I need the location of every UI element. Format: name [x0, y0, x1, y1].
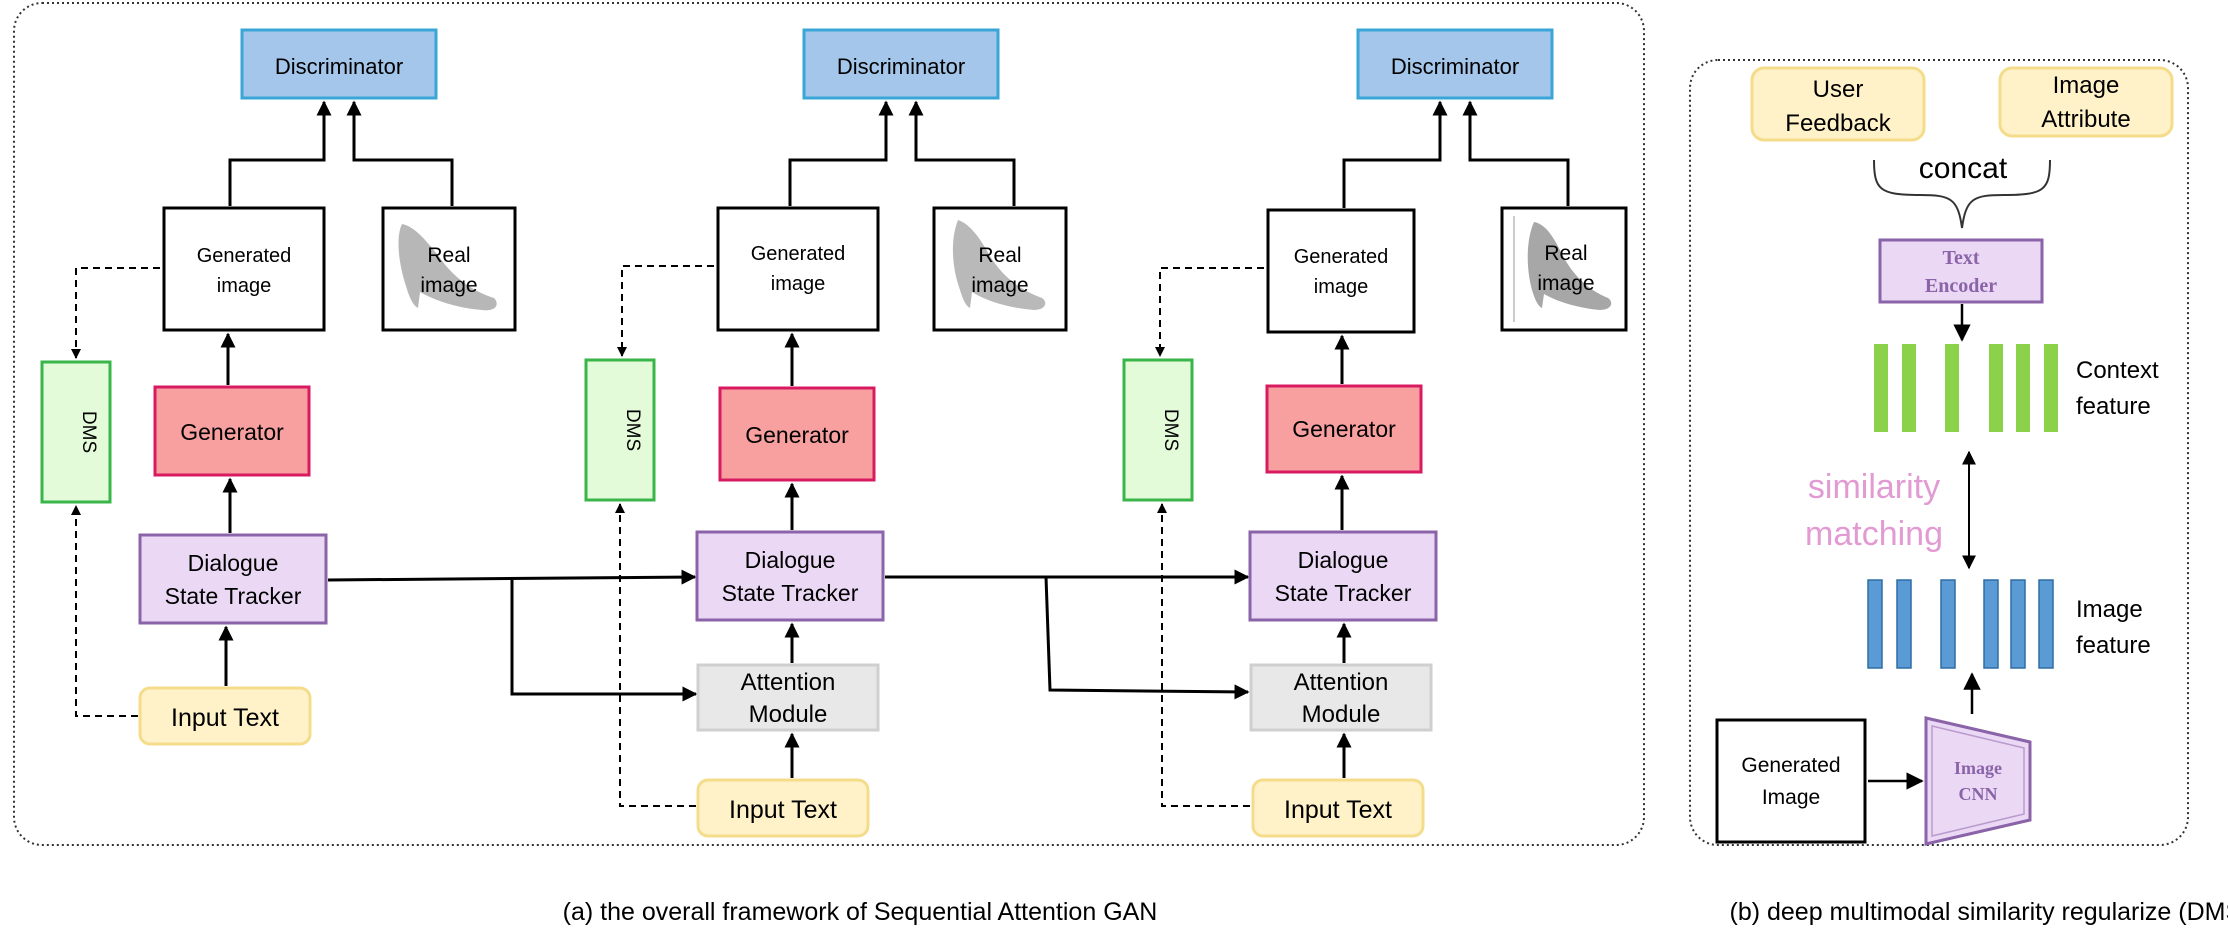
- input-text-box: [1251, 778, 1425, 838]
- real-image-box: [1500, 206, 1628, 332]
- generator-box: [718, 386, 876, 482]
- shoe-silhouette: [398, 224, 497, 311]
- stage-3-arrows: [1155, 100, 1570, 807]
- concat-label: concat: [1919, 152, 2008, 185]
- discriminator-box: [802, 28, 1000, 100]
- generated-image-label-2: image: [1314, 276, 1368, 298]
- context-feature-label-1: Context: [2076, 357, 2159, 384]
- caption-a: (a) the overall framework of Sequential …: [563, 898, 1158, 926]
- image-cnn-trapezoid: [1924, 716, 2032, 846]
- similarity-label-2: matching: [1805, 515, 1943, 553]
- real-image-box: [932, 206, 1068, 332]
- generator-box: [1265, 384, 1423, 474]
- caption-b: (b) deep multimodal similarity regulariz…: [1730, 898, 2228, 926]
- discriminator-box: [1356, 28, 1554, 100]
- image-cnn-label-2: CNN: [1959, 784, 1998, 804]
- context-feature-label-2: feature: [2076, 393, 2151, 420]
- concat-brace: [1873, 159, 2051, 229]
- generator-label: Generator: [745, 422, 849, 448]
- attention-module-box: [696, 663, 880, 732]
- image-attribute-label-2: Attribute: [2041, 106, 2130, 133]
- stage-1: Discriminator Generated image Real image…: [40, 28, 698, 746]
- discriminator-label: Discriminator: [837, 54, 965, 79]
- image-feature-label-2: feature: [2076, 632, 2151, 659]
- input-text-label: Input Text: [171, 704, 279, 732]
- generator-label: Generator: [1292, 416, 1396, 442]
- generator-box: [153, 385, 311, 477]
- attention-module-box: [1249, 663, 1433, 732]
- tracker-label-2: State Tracker: [722, 580, 859, 606]
- text-encoder-label-2: Encoder: [1925, 275, 1997, 297]
- generated-image-label-1: Generated: [751, 243, 846, 265]
- tracker-label-1: Dialogue: [1298, 547, 1389, 573]
- dms-box: [1122, 358, 1194, 502]
- tracker-label-1: Dialogue: [188, 550, 279, 576]
- user-feedback-box: [1750, 66, 1926, 142]
- input-text-box: [138, 686, 312, 746]
- stage-3: Discriminator Generated image Real image…: [1122, 28, 1628, 838]
- text-encoder-label-1: Text: [1942, 247, 1979, 269]
- stage-2-arrows: [615, 100, 1250, 807]
- generated-image-box: [1715, 718, 1867, 844]
- input-text-label: Input Text: [729, 796, 837, 824]
- attention-label-1: Attention: [741, 669, 836, 696]
- text-encoder-box: [1878, 238, 2044, 304]
- stage-1-arrows: [71, 100, 698, 717]
- image-feature-label-1: Image: [2076, 596, 2143, 623]
- context-feature-bars: [1874, 344, 2058, 432]
- attention-label-1: Attention: [1294, 669, 1389, 696]
- discriminator-box: [240, 28, 438, 100]
- stage-2: Discriminator Generated image Real image…: [584, 28, 1250, 838]
- user-feedback-label-2: Feedback: [1785, 110, 1891, 137]
- heel-silhouette: [1527, 222, 1612, 310]
- real-image-label-2: image: [420, 274, 477, 297]
- image-cnn-label-1: Image: [1954, 758, 2002, 778]
- image-attribute-label-1: Image: [2053, 72, 2120, 99]
- generated-image-label-2: image: [771, 273, 825, 295]
- dialogue-state-tracker-box: [1248, 530, 1438, 622]
- image-attribute-box: [1998, 66, 2174, 138]
- generated-image-label-1: Generated: [197, 245, 292, 267]
- attention-label-2: Module: [749, 701, 828, 728]
- tracker-label-2: State Tracker: [1275, 580, 1412, 606]
- generated-image-box: [1266, 208, 1416, 334]
- image-feature-bars: [1867, 579, 2054, 669]
- tracker-label-2: State Tracker: [165, 583, 302, 609]
- dms-label: DMS: [78, 411, 99, 453]
- real-image-label-1: Real: [1544, 242, 1587, 265]
- dialogue-state-tracker-box: [138, 533, 328, 625]
- user-feedback-label-1: User: [1813, 76, 1864, 103]
- discriminator-label: Discriminator: [275, 54, 403, 79]
- attention-label-2: Module: [1302, 701, 1381, 728]
- panel-a-frame: [13, 2, 1645, 846]
- real-image-label-1: Real: [978, 244, 1021, 267]
- generated-image-label-1: Generated: [1294, 246, 1389, 268]
- dms-box: [584, 358, 656, 502]
- real-image-label-2: image: [971, 274, 1028, 297]
- tracker-label-1: Dialogue: [745, 547, 836, 573]
- panel-b: User Feedback Image Attribute concat Tex…: [1715, 66, 2174, 846]
- generated-image-label-2: Image: [1762, 786, 1820, 809]
- input-text-label: Input Text: [1284, 796, 1392, 824]
- sandal-silhouette: [952, 220, 1046, 310]
- generated-image-box: [162, 206, 326, 332]
- image-cnn-inner: [1931, 725, 2025, 837]
- generator-label: Generator: [180, 419, 284, 445]
- input-text-box: [696, 778, 870, 838]
- dialogue-state-tracker-box: [695, 530, 885, 622]
- generated-image-box: [716, 206, 880, 332]
- panel-b-frame: [1689, 59, 2189, 846]
- generated-image-label-1: Generated: [1741, 754, 1840, 777]
- generated-image-label-2: image: [217, 275, 271, 297]
- dms-box: [40, 360, 112, 504]
- discriminator-label: Discriminator: [1391, 54, 1519, 79]
- real-image-label-1: Real: [427, 244, 470, 267]
- dms-label: DMS: [1160, 409, 1181, 451]
- dms-label: DMS: [622, 409, 643, 451]
- similarity-label-1: similarity: [1808, 468, 1940, 506]
- real-image-label-2: image: [1537, 272, 1594, 295]
